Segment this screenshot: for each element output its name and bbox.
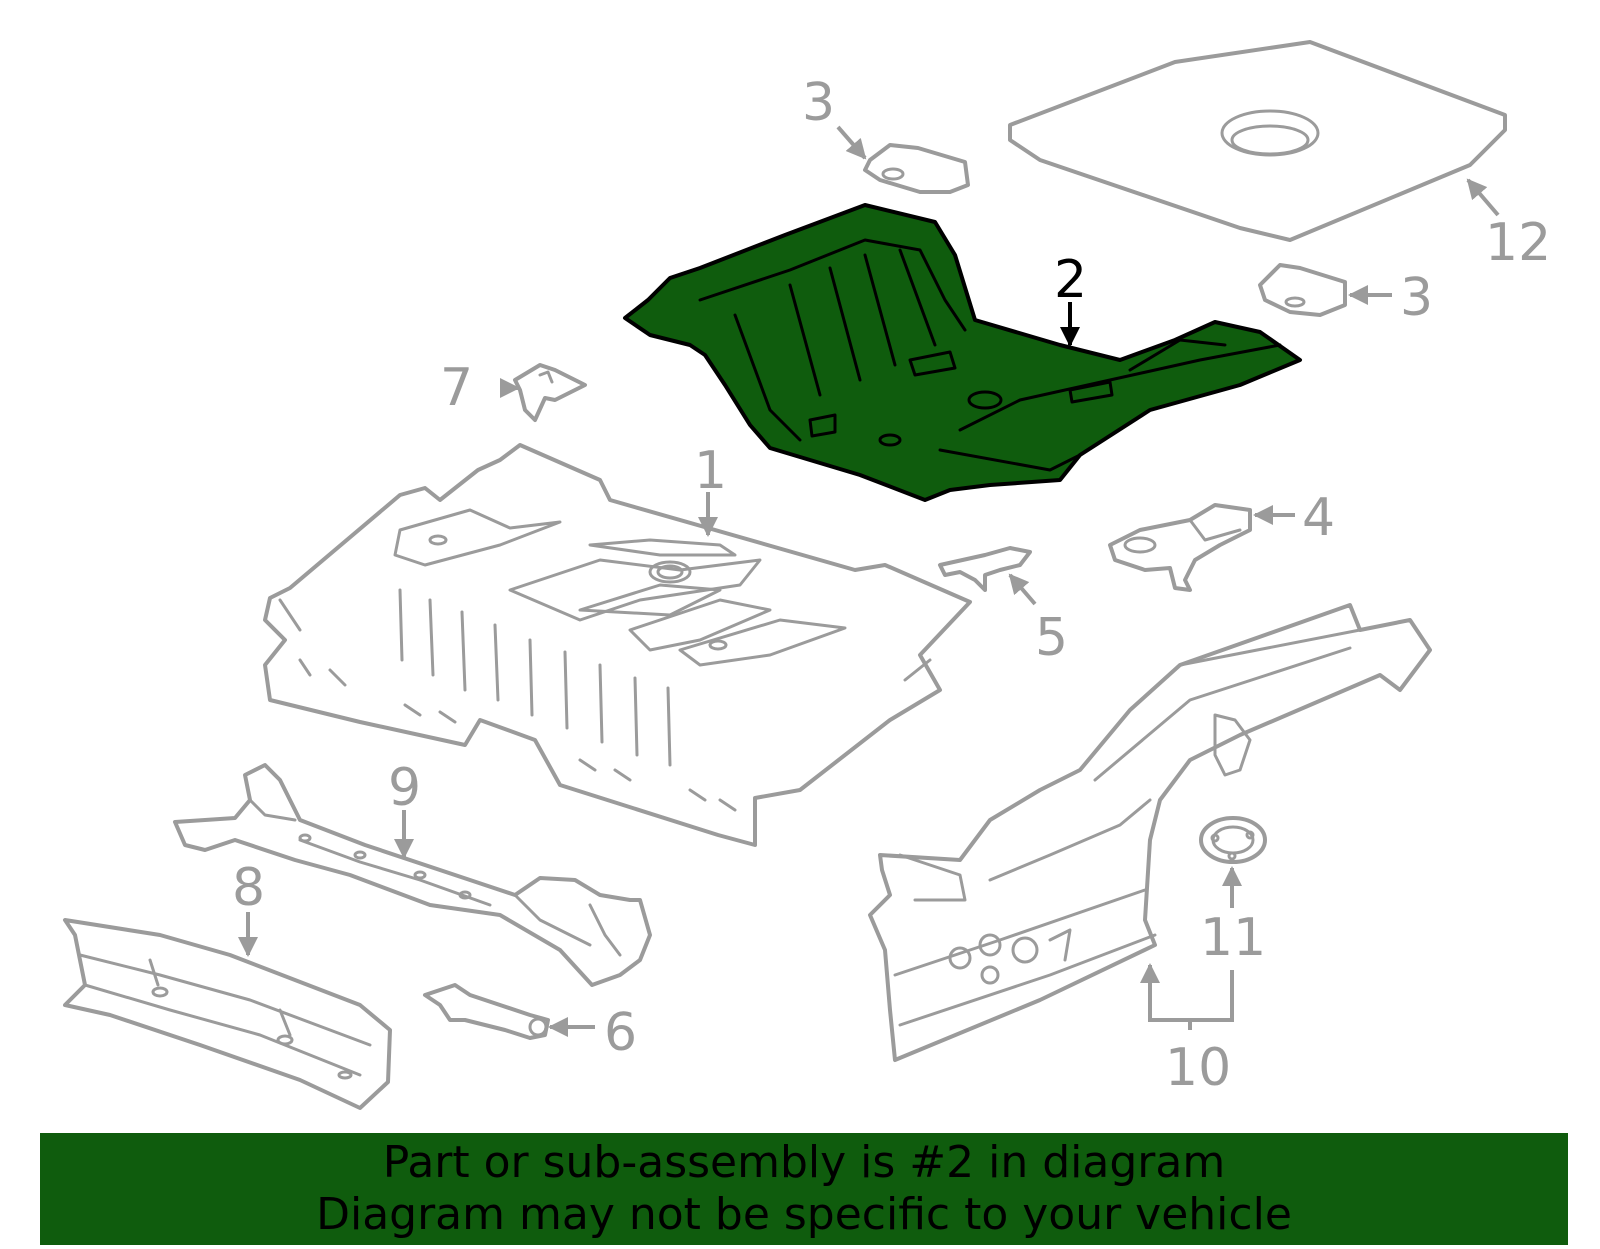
- part-2-rear-floor-pan[interactable]: [623, 203, 1302, 502]
- part-4-bracket[interactable]: [1108, 503, 1252, 592]
- parts-diagram: 3 2 12 3 7 1 4 5 9 8 11 6 10: [63, 40, 1551, 1110]
- callout-8: 8: [232, 858, 265, 918]
- part-7-bracket[interactable]: [513, 363, 587, 422]
- callout-11: 11: [1200, 908, 1266, 968]
- callout-2: 2: [1054, 250, 1087, 310]
- part-9-crossmember[interactable]: [173, 763, 652, 987]
- part-3-bracket-upper[interactable]: [863, 143, 970, 194]
- callout-4: 4: [1302, 488, 1335, 548]
- part-3-bracket-right[interactable]: [1258, 263, 1347, 317]
- callout-leaders: [238, 125, 1500, 1037]
- callout-7: 7: [440, 358, 473, 418]
- callout-3-upper: 3: [802, 73, 835, 133]
- part-12-trunk-floor-cover[interactable]: [1008, 40, 1507, 242]
- banner-line-1: Part or sub-assembly is #2 in diagram: [382, 1137, 1226, 1188]
- callout-1: 1: [694, 441, 727, 501]
- callout-labels: 3 2 12 3 7 1 4 5 9 8 11 6 10: [232, 73, 1551, 1098]
- callout-12: 12: [1485, 213, 1551, 273]
- callout-3-right: 3: [1400, 268, 1433, 328]
- info-banner: Part or sub-assembly is #2 in diagram Di…: [40, 1133, 1568, 1245]
- part-11-grommet[interactable]: [1199, 816, 1267, 864]
- callout-5: 5: [1035, 608, 1068, 668]
- part-6-bracket[interactable]: [423, 983, 550, 1040]
- part-10-side-member[interactable]: [868, 603, 1432, 1062]
- part-5-bracket[interactable]: [938, 546, 1032, 592]
- banner-line-2: Diagram may not be specific to your vehi…: [316, 1189, 1292, 1240]
- part-8-rear-end-panel[interactable]: [63, 918, 392, 1110]
- callout-10: 10: [1165, 1038, 1231, 1098]
- part-1-rear-floor-panel[interactable]: [263, 443, 972, 847]
- callout-6: 6: [604, 1003, 637, 1063]
- callout-9: 9: [388, 758, 421, 818]
